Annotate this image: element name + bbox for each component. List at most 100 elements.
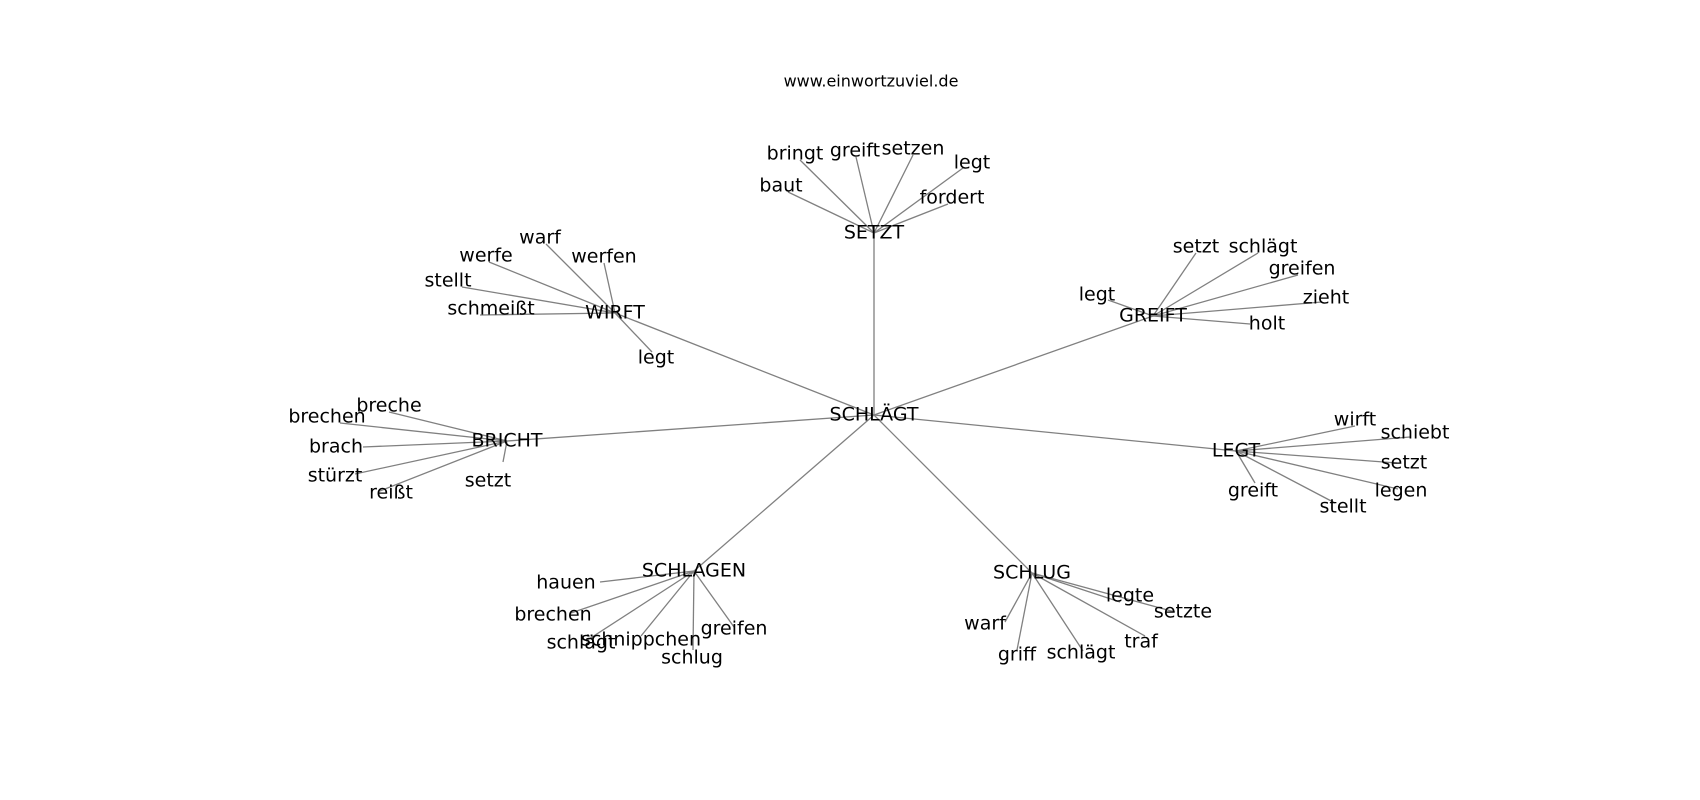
leaf-node: setzt xyxy=(465,470,511,492)
edge-schlagen-leaf xyxy=(585,570,695,642)
root-node: SCHLÄGT xyxy=(830,403,919,426)
hub-node-greift: GREIFT xyxy=(1119,305,1187,327)
edge-schlug-leaf xyxy=(1016,572,1033,651)
leaf-node: schiebt xyxy=(1381,422,1450,444)
leaf-node: fordert xyxy=(920,187,985,209)
hub-node-wirft: WIRFT xyxy=(585,302,645,324)
hub-node-schlug: SCHLUG xyxy=(993,562,1071,584)
leaf-node: zieht xyxy=(1303,287,1349,309)
leaf-node: legt xyxy=(638,347,674,369)
edge-bricht-leaf xyxy=(339,422,508,442)
leaf-node: legen xyxy=(1375,480,1428,502)
edge-wirft-leaf xyxy=(488,261,616,314)
leaf-node: setzen xyxy=(882,138,945,160)
edge-schlagen-leaf xyxy=(640,570,695,637)
leaf-node: werfen xyxy=(571,246,636,268)
leaf-node: setzte xyxy=(1154,601,1212,623)
edge-greift-leaf xyxy=(1152,252,1259,317)
edge-wirft-leaf xyxy=(603,262,616,314)
leaf-node: schlägt xyxy=(1047,642,1116,664)
edge-schlug-leaf xyxy=(1031,572,1146,637)
leaf-node: greift xyxy=(830,140,880,162)
edge-bricht-leaf xyxy=(362,440,508,448)
edge-schlagen-leaf xyxy=(692,570,695,651)
leaf-node: schmeißt xyxy=(447,298,534,320)
edge-root-bricht xyxy=(506,414,875,442)
edge-setzt-leaf xyxy=(873,203,949,234)
edge-schlug-leaf xyxy=(1031,572,1121,603)
edge-legt-leaf xyxy=(1235,450,1256,484)
edge-root-legt xyxy=(873,414,1237,452)
edge-greift-leaf xyxy=(1152,274,1299,317)
edge-schlug-leaf xyxy=(1004,572,1033,623)
leaf-node: traf xyxy=(1124,631,1159,653)
edge-setzt-leaf xyxy=(873,167,964,234)
edge-legt-leaf xyxy=(1235,450,1398,464)
edge-legt-leaf xyxy=(1235,425,1356,452)
leaf-node: schlägt xyxy=(547,632,616,654)
edge-setzt-leaf xyxy=(873,154,914,234)
leaf-node: warf xyxy=(519,227,562,249)
edge-greift-leaf xyxy=(1152,315,1251,325)
hub-node-legt: LEGT xyxy=(1212,440,1261,462)
edge-greift-leaf xyxy=(1152,301,1323,317)
leaf-node: wirft xyxy=(1334,409,1376,431)
leaf-node: warf xyxy=(964,613,1007,635)
edge-root-wirft xyxy=(614,312,875,416)
leaf-node: griff xyxy=(998,644,1037,666)
leaf-node: brechen xyxy=(514,604,591,626)
edge-legt-leaf xyxy=(1235,450,1399,490)
hub-node-bricht: BRICHT xyxy=(472,430,543,452)
leaf-node: legt xyxy=(954,152,990,174)
edge-setzt-leaf xyxy=(855,156,875,234)
edge-legt-leaf xyxy=(1235,436,1411,452)
edge-wirft-leaf xyxy=(461,286,616,314)
edge-bricht-leaf xyxy=(388,411,508,442)
leaf-node: baut xyxy=(759,175,802,197)
leaf-node: holt xyxy=(1249,313,1285,335)
edge-wirft-leaf xyxy=(479,312,616,316)
leaf-node: greifen xyxy=(1269,258,1336,280)
graph-edges xyxy=(339,154,1411,652)
leaf-node: setzt xyxy=(1381,452,1427,474)
leaf-node: legt xyxy=(1079,284,1115,306)
edge-schlagen-leaf xyxy=(570,570,695,614)
edge-wirft-leaf xyxy=(545,243,616,314)
edge-bricht-leaf xyxy=(502,440,508,463)
edge-bricht-leaf xyxy=(379,440,508,492)
leaf-node: schlug xyxy=(661,647,723,669)
edge-schlug-leaf xyxy=(1031,572,1176,613)
edge-schlagen-leaf xyxy=(599,570,695,583)
hub-node-setzt: SETZT xyxy=(844,222,905,244)
leaf-node: schnippchen xyxy=(581,629,701,651)
edge-root-greift xyxy=(873,315,1154,416)
edge-greift-leaf xyxy=(1152,252,1197,317)
edge-wirft-leaf xyxy=(614,312,653,353)
leaf-node: stürzt xyxy=(308,465,363,487)
leaf-node: hauen xyxy=(536,572,595,594)
edge-setzt-leaf xyxy=(787,191,875,234)
leaf-node: stellt xyxy=(424,270,471,292)
site-url: www.einwortzuviel.de xyxy=(784,72,959,91)
edge-schlug-leaf xyxy=(1031,572,1084,652)
leaf-node: reißt xyxy=(369,482,413,504)
leaf-node: stellt xyxy=(1319,496,1366,518)
hub-node-schlagen: SCHLAGEN xyxy=(642,560,746,582)
edge-root-schlagen xyxy=(693,414,875,572)
edge-greift-leaf xyxy=(1107,299,1154,317)
edge-schlagen-leaf xyxy=(693,570,735,628)
leaf-node: greifen xyxy=(701,618,768,640)
edge-setzt-leaf xyxy=(799,159,875,234)
leaf-node: werfe xyxy=(459,245,512,267)
edge-root-schlug xyxy=(873,414,1033,574)
leaf-node: brechen xyxy=(288,406,365,428)
leaf-node: bringt xyxy=(767,143,824,165)
leaf-node: legte xyxy=(1106,585,1154,607)
leaf-node: setzt xyxy=(1173,236,1219,258)
leaf-node: breche xyxy=(356,395,421,417)
leaf-node: greift xyxy=(1228,480,1278,502)
leaf-node: brach xyxy=(309,436,363,458)
edge-legt-leaf xyxy=(1235,450,1336,504)
